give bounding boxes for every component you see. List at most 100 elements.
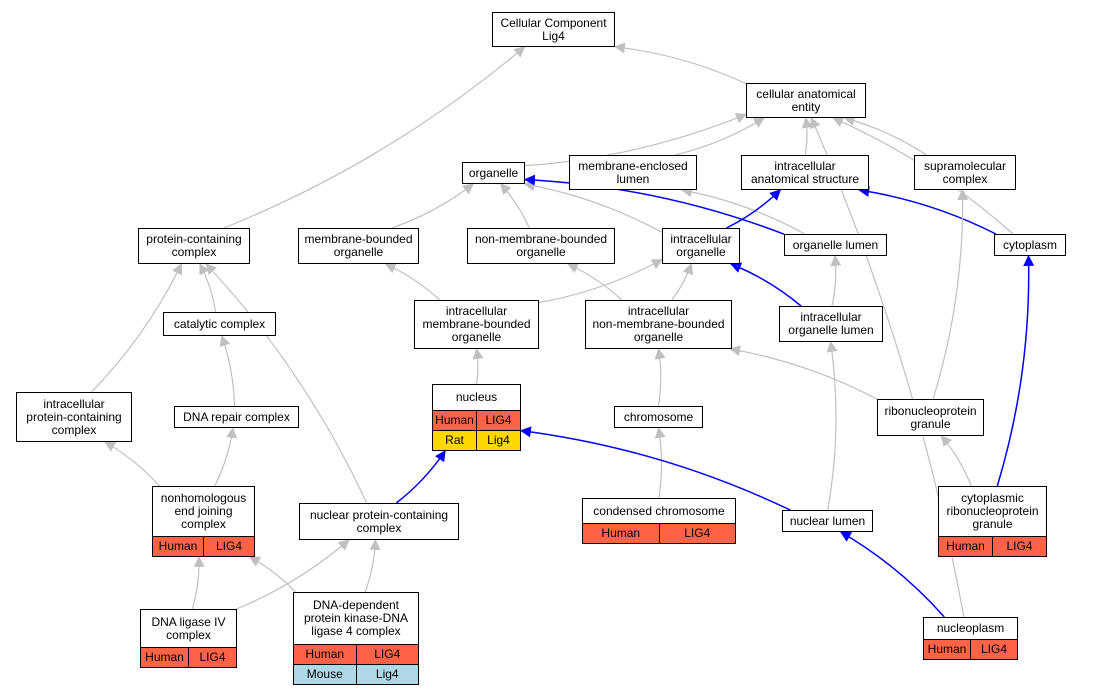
- node-label: intracellular protein-containing complex: [26, 396, 122, 437]
- species-cell: Human: [158, 539, 198, 553]
- node-catalytic-complex[interactable]: catalytic complex: [163, 312, 276, 336]
- edge-np-to-nl: [839, 531, 945, 618]
- node-organelle-lumen[interactable]: organelle lumen: [784, 234, 887, 256]
- gene-cell: LIG4: [203, 537, 254, 556]
- edge-npcc-to-pcc: [205, 263, 368, 504]
- species-cell: Human: [946, 539, 985, 553]
- node-label: nuclear protein-containing complex: [309, 507, 449, 535]
- edge-mbo-to-org: [391, 183, 475, 229]
- edge-smc-to-cae: [843, 115, 927, 156]
- edge-ipcc-to-pcc: [91, 263, 183, 393]
- node-ribonucleoprotein-granule[interactable]: ribonucleoprotein granule: [877, 399, 984, 436]
- edge-cyto-to-ias: [858, 186, 997, 235]
- species-cell: Human: [927, 642, 967, 656]
- node-label: Cellular Component Lig4: [500, 15, 607, 43]
- node-label: intracellular organelle: [670, 232, 732, 259]
- gene-cell: LIG4: [970, 640, 1017, 659]
- annotation-row: Human LIG4: [141, 647, 236, 667]
- edge-nmbo-to-org: [499, 183, 530, 229]
- species-cell: Human: [145, 650, 184, 664]
- edge-inmbo-to-io: [671, 262, 694, 301]
- node-label: membrane-bounded organelle: [304, 232, 413, 259]
- node-intracellular-protein-containing-complex[interactable]: intracellular protein-containing complex: [16, 392, 132, 442]
- species-cell: Mouse: [306, 667, 343, 681]
- edge-dnapk-to-npcc: [364, 538, 381, 593]
- edge-cae-to-cc: [613, 42, 747, 85]
- annotation-row: Human LIG4: [939, 536, 1046, 556]
- node-label: cytoplasm: [1002, 237, 1058, 252]
- node-label: condensed chromosome: [593, 503, 725, 518]
- node-supramolecular-complex[interactable]: supramolecular complex: [914, 155, 1016, 190]
- node-intracellular-anatomical-structure[interactable]: intracellular anatomical structure: [741, 155, 869, 190]
- edge-io-to-ias: [726, 189, 781, 229]
- species-cell: Human: [305, 647, 345, 661]
- node-cellular-anatomical-entity[interactable]: cellular anatomical entity: [746, 83, 866, 118]
- gene-cell: LIG4: [188, 648, 236, 667]
- edge-ias-to-cae: [801, 116, 813, 156]
- node-dna-repair-complex[interactable]: DNA repair complex: [174, 406, 299, 428]
- node-label: DNA-dependent protein kinase-DNA ligase …: [303, 598, 409, 638]
- edge-ol-to-mel: [680, 186, 806, 235]
- species-cell: Human: [435, 413, 474, 427]
- edge-io-to-org: [523, 180, 663, 233]
- node-label: intracellular anatomical structure: [750, 158, 860, 186]
- edge-nhej-to-drc: [214, 426, 237, 487]
- gene-cell: LIG4: [476, 411, 520, 430]
- node-intracellular-non-membrane-bounded-organelle[interactable]: intracellular non-membrane-bounded organ…: [585, 300, 732, 349]
- node-label: intracellular non-membrane-bounded organ…: [592, 304, 725, 344]
- species-cell: Rat: [445, 433, 464, 447]
- node-label: non-membrane-bounded organelle: [474, 232, 608, 259]
- edge-lig4c-to-npcc: [236, 539, 350, 610]
- annotation-row: Human LIG4: [153, 536, 254, 556]
- node-label: catalytic complex: [173, 316, 266, 331]
- node-intracellular-organelle-lumen[interactable]: intracellular organelle lumen: [779, 306, 883, 342]
- node-nuclear-lumen[interactable]: nuclear lumen: [782, 510, 873, 532]
- node-non-membrane-bounded-organelle[interactable]: non-membrane-bounded organelle: [467, 228, 615, 264]
- node-label: cellular anatomical entity: [756, 86, 856, 114]
- node-label: nucleoplasm: [936, 621, 1005, 635]
- node-label: cytoplasmic ribonucleoprotein granule: [946, 491, 1039, 531]
- species-cell: Human: [601, 526, 641, 540]
- node-nuclear-protein-containing-complex[interactable]: nuclear protein-containing complex: [299, 503, 459, 540]
- node-dna-pk-dna-ligase-4-complex[interactable]: DNA-dependent protein kinase-DNA ligase …: [293, 592, 419, 685]
- node-protein-containing-complex[interactable]: protein-containing complex: [138, 228, 250, 264]
- node-organelle[interactable]: organelle: [462, 162, 525, 184]
- node-label: protein-containing complex: [146, 232, 242, 259]
- edge-mel-to-cae: [674, 117, 765, 156]
- edge-ol-to-org: [523, 174, 785, 235]
- edge-nhej-to-ipcc: [104, 441, 160, 487]
- node-membrane-enclosed-lumen[interactable]: membrane-enclosed lumen: [569, 155, 697, 190]
- edge-iol-to-ol: [830, 254, 842, 307]
- node-label: intracellular membrane-bounded organelle: [422, 304, 531, 344]
- edge-nl-to-iol: [826, 340, 838, 511]
- node-intracellular-organelle[interactable]: intracellular organelle: [662, 228, 740, 264]
- node-cellular-component[interactable]: Cellular Component Lig4: [492, 12, 615, 47]
- node-membrane-bounded-organelle[interactable]: membrane-bounded organelle: [298, 228, 419, 264]
- node-label: nuclear lumen: [789, 513, 866, 528]
- node-label: organelle: [468, 165, 519, 180]
- node-cytoplasm[interactable]: cytoplasm: [994, 234, 1066, 256]
- gene-cell: Lig4: [355, 665, 419, 684]
- gene-cell: LIG4: [658, 524, 736, 543]
- node-intracellular-membrane-bounded-organelle[interactable]: intracellular membrane-bounded organelle: [414, 300, 539, 349]
- edge-dnapk-to-nhej: [248, 556, 296, 593]
- node-label: chromosome: [623, 409, 694, 424]
- gene-cell: LIG4: [992, 537, 1046, 556]
- edge-catc-to-pcc: [199, 263, 217, 313]
- edge-crnpg-to-cyto: [996, 254, 1035, 487]
- node-label: supramolecular complex: [923, 158, 1007, 186]
- node-label: nonhomologous end joining complex: [160, 491, 247, 531]
- node-chromosome[interactable]: chromosome: [614, 406, 703, 428]
- node-label: nucleus: [455, 390, 498, 404]
- edge-imbo-to-io: [538, 259, 663, 304]
